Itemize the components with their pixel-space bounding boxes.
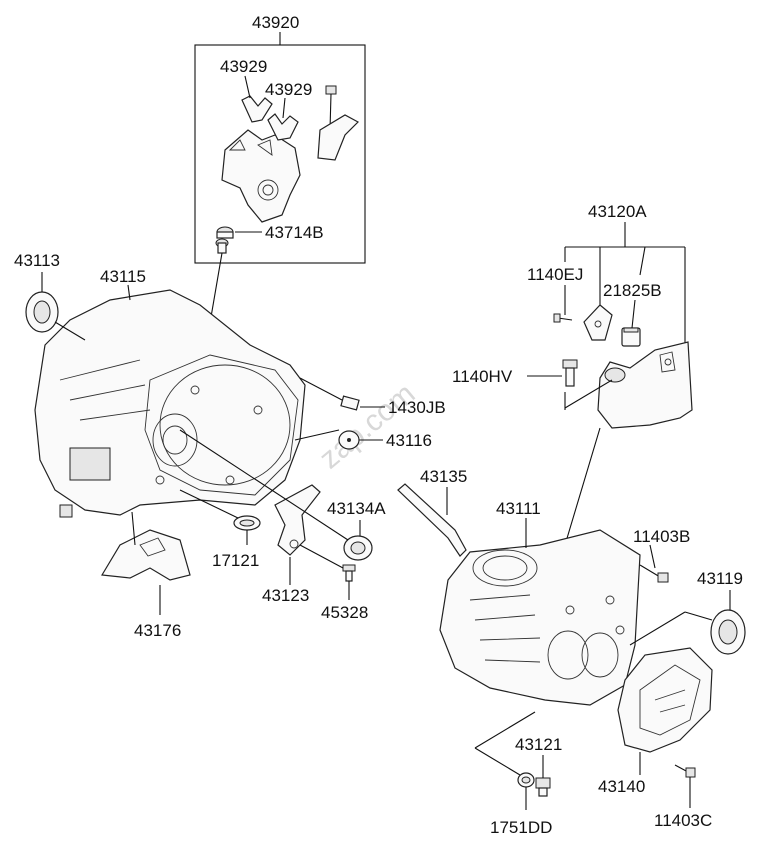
- shift-rod-43135: [397, 483, 467, 557]
- leader-43134a-shaft: [179, 429, 349, 541]
- pin-under-box: [215, 238, 229, 254]
- seal-ring-17121: [233, 515, 261, 531]
- callout-43121: 43121: [515, 735, 562, 754]
- assembly-bolt: [317, 85, 359, 161]
- callout-43123: 43123: [262, 586, 309, 605]
- bolt-11403b: [639, 564, 669, 583]
- leader-43176-top: [131, 511, 136, 546]
- release-bearing-43134a: [343, 535, 373, 561]
- leader-43121-a: [474, 711, 536, 749]
- callout-43120a: 43120A: [588, 202, 647, 221]
- leader-43115: [127, 284, 131, 301]
- washer-1751dd: [517, 772, 535, 788]
- leader-1430jb-housing: [299, 377, 343, 401]
- leader-43119-a: [684, 611, 713, 621]
- rubber-block-21825b: [621, 327, 641, 347]
- leader-bracket-to-case: [564, 427, 601, 546]
- u-clip-1: [241, 95, 273, 123]
- callout-43929-b: 43929: [265, 80, 312, 99]
- oil-seal-43113: [25, 291, 59, 333]
- leader-43929-a: [244, 75, 251, 99]
- callout-43714b: 43714B: [265, 223, 324, 242]
- leader-11403b: [649, 544, 656, 569]
- dowel-pin-1430jb: [340, 395, 360, 411]
- bracket-clip: [583, 304, 613, 341]
- washer-43116: [338, 430, 360, 450]
- callout-11403c: 11403C: [654, 811, 712, 830]
- callout-1140ej: 1140EJ: [527, 265, 583, 284]
- drain-plug-43121: [535, 777, 551, 797]
- leader-43116-housing: [294, 429, 340, 441]
- shift-fork-plate: [221, 129, 301, 223]
- bolt-11403c: [674, 764, 696, 778]
- callout-43134a: 43134A: [327, 499, 386, 518]
- leader-43929-b: [282, 97, 286, 119]
- bolt-1140hv: [562, 359, 578, 387]
- leader-45328-lever: [299, 544, 344, 569]
- screw-1140ej: [553, 313, 573, 323]
- callout-43176: 43176: [134, 621, 181, 640]
- callout-43113: 43113: [14, 251, 60, 270]
- callout-43140: 43140: [598, 777, 645, 796]
- bushing-43714b: [216, 226, 234, 239]
- leader-43120a-mid2: [639, 246, 646, 276]
- callout-11403b: 11403B: [633, 527, 690, 546]
- watermark: zap.com: [313, 377, 421, 475]
- leader-21825b: [631, 299, 636, 329]
- mount-bracket-43176: [101, 529, 191, 581]
- u-clip-2: [267, 113, 299, 141]
- leader-43119-b: [629, 611, 686, 646]
- callout-21825b: 21825B: [603, 281, 662, 300]
- transmission-case-43111: [439, 529, 641, 706]
- callout-43111: 43111: [496, 499, 541, 518]
- callout-43920: 43920: [252, 13, 299, 32]
- callout-43115: 43115: [100, 267, 146, 286]
- callout-1140hv: 1140HV: [452, 367, 513, 386]
- callout-1430jb: 1430JB: [388, 398, 446, 417]
- oil-seal-43119: [710, 609, 746, 655]
- leader-17121-housing: [179, 489, 239, 519]
- clutch-housing-43115: [34, 289, 306, 518]
- callout-43119: 43119: [697, 569, 743, 588]
- leader-43113: [54, 321, 86, 341]
- bolt-45328: [342, 564, 356, 582]
- callout-43135: 43135: [420, 467, 467, 486]
- release-lever-43123: [274, 484, 321, 556]
- callout-17121: 17121: [212, 551, 259, 570]
- callout-43116: 43116: [386, 431, 432, 450]
- callout-43929-a: 43929: [220, 57, 267, 76]
- mount-bracket-43120a: [597, 341, 693, 429]
- case-cover-43140: [617, 647, 713, 753]
- leader-1140hv-bracket: [564, 379, 613, 409]
- callout-45328: 45328: [321, 603, 368, 622]
- leader-43121-b: [474, 747, 521, 776]
- callout-1751dd: 1751DD: [490, 818, 552, 837]
